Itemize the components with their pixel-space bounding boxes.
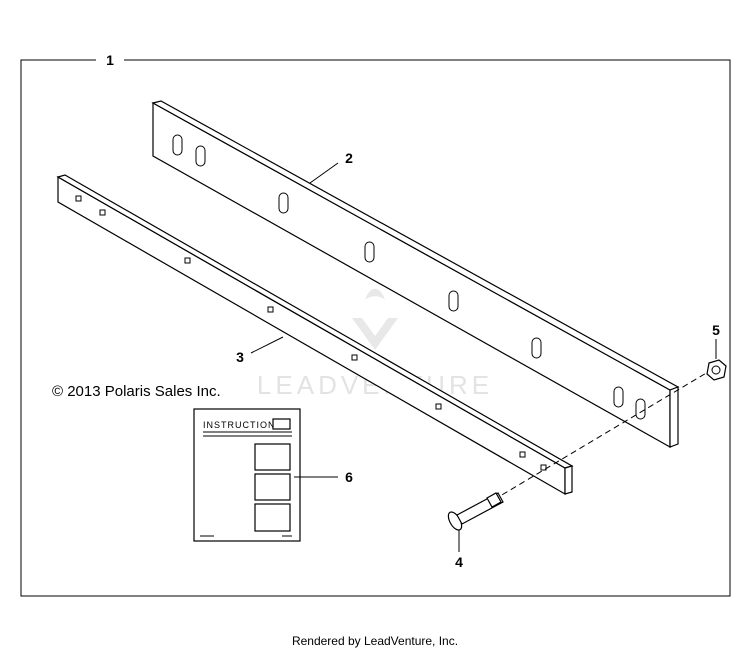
leader-2	[309, 162, 339, 184]
callout-3: 3	[236, 349, 244, 365]
bolt-part	[447, 492, 504, 531]
instructions-sheet-part: INSTRUCTIONS	[193, 408, 301, 542]
wear-strip-part	[56, 174, 574, 496]
instructions-sheet-title: INSTRUCTIONS	[203, 420, 283, 430]
nut-part	[706, 359, 727, 381]
callout-6: 6	[345, 469, 353, 485]
callout-4: 4	[455, 554, 463, 570]
copyright-notice: © 2013 Polaris Sales Inc.	[52, 383, 221, 400]
blade-part	[151, 100, 680, 449]
watermark-logo-icon	[352, 288, 398, 350]
callout-5: 5	[712, 322, 720, 338]
kit-frame	[20, 59, 731, 597]
footer-credit: Rendered by LeadVenture, Inc.	[291, 634, 459, 648]
callout-1: 1	[106, 52, 114, 68]
assembly-centerline	[484, 371, 709, 506]
leader-3	[250, 336, 284, 354]
callout-2: 2	[345, 150, 353, 166]
